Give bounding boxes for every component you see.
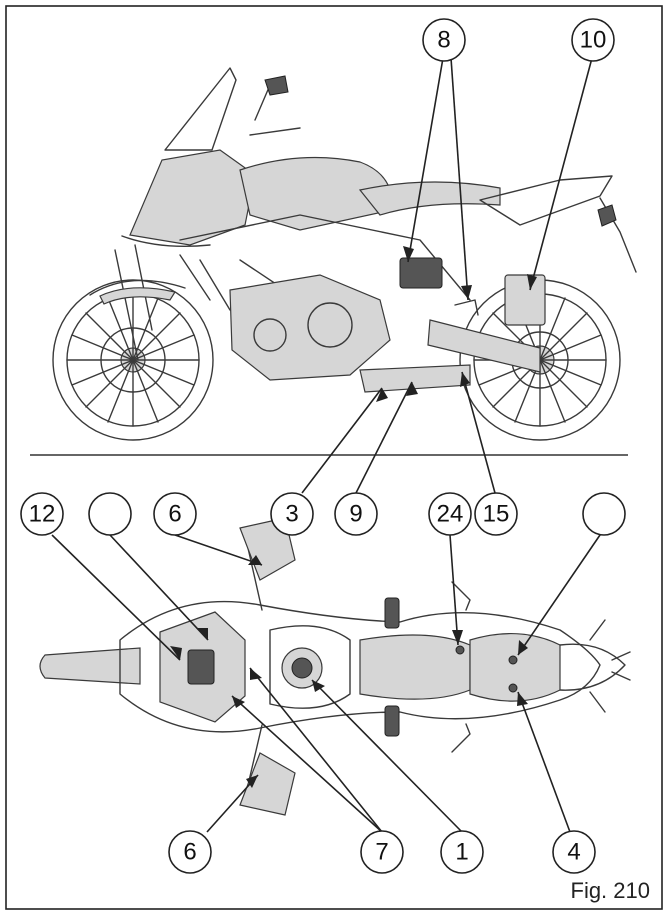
svg-text:12: 12 [29,501,56,528]
svg-text:4: 4 [567,839,580,866]
side-view-leaders [301,57,593,494]
figure-frame [5,5,663,910]
callout-10: 10 [571,18,615,62]
figure-label: Fig. 210 [571,878,651,903]
callout-24: 24 [428,492,472,536]
callout-7: 7 [360,830,404,874]
svg-text:15: 15 [483,501,510,528]
svg-text:9: 9 [349,501,362,528]
svg-text:3: 3 [285,501,298,528]
callout-3: 3 [270,492,314,536]
svg-text:6: 6 [183,839,196,866]
svg-text:6: 6 [168,501,181,528]
svg-text:7: 7 [375,839,388,866]
callout-9: 9 [334,492,378,536]
callout-12: 12 [20,492,64,536]
motorcycle-side-view [30,67,637,456]
svg-text:8: 8 [437,27,450,54]
callout-4: 4 [552,830,596,874]
svg-text:24: 24 [437,501,464,528]
callout-6-bottom: 6 [168,830,212,874]
callout-blank-right [582,492,626,536]
svg-text:10: 10 [580,27,607,54]
callout-8: 8 [422,18,466,62]
top-view-leaders [51,534,601,833]
callout-1: 1 [440,830,484,874]
motorcycle-top-view [39,517,631,816]
svg-text:1: 1 [455,839,468,866]
callout-blank-left [88,492,132,536]
front-wheel [52,279,214,441]
callout-15: 15 [474,492,518,536]
callout-6-top: 6 [153,492,197,536]
